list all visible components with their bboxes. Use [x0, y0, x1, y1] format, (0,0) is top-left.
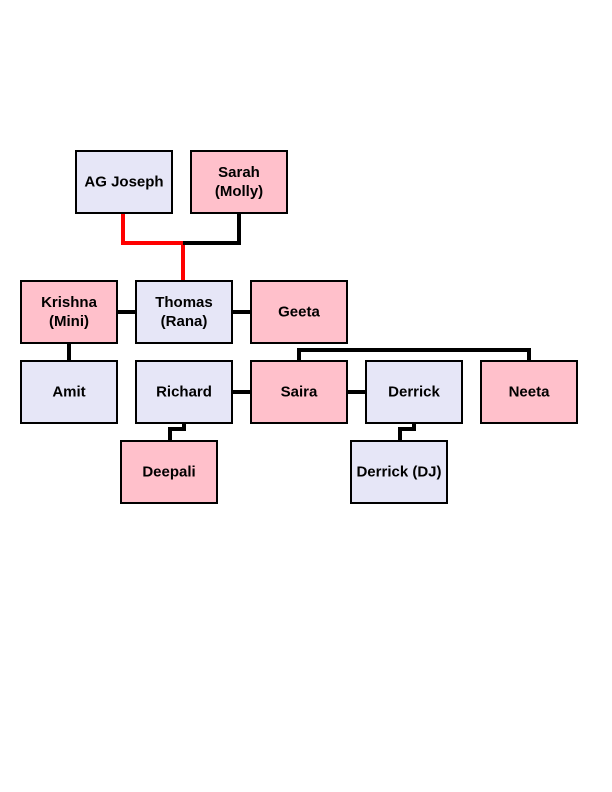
person-label-krishna-line-1: Krishna [41, 294, 98, 311]
person-label-richard: Richard [156, 384, 212, 401]
person-box-thomas [135, 280, 233, 344]
line-sarah-to-thomas [183, 213, 241, 245]
person-box-amit [20, 360, 118, 424]
person-box-sarah [190, 150, 288, 214]
person-label-ag-joseph: AG Joseph [84, 174, 163, 191]
person-node-thomas: Thomas (Rana) [135, 280, 233, 344]
person-label-thomas-line-1: Thomas [155, 294, 213, 311]
person-label-thomas-line-2: (Rana) [161, 313, 208, 330]
person-node-richard: Richard [135, 360, 233, 424]
relationship-lines [67, 213, 531, 441]
person-node-amit: Amit [20, 360, 118, 424]
line-geeta-to-children [297, 348, 531, 361]
person-box-geeta [250, 280, 348, 344]
line-derrick-to-derrick-dj [398, 423, 416, 441]
person-label-saira: Saira [281, 384, 318, 401]
line-ag-joseph-to-thomas [121, 213, 185, 281]
person-node-krishna: Krishna (Mini) [20, 280, 118, 344]
person-node-derrick: Derrick [365, 360, 463, 424]
person-box-neeta [480, 360, 578, 424]
person-box-ag-joseph [75, 150, 173, 214]
person-label-krishna-line-2: (Mini) [49, 313, 89, 330]
person-label-sarah-line-1: Sarah [218, 164, 260, 181]
person-label-geeta: Geeta [278, 304, 320, 321]
person-label-deepali: Deepali [142, 464, 195, 481]
person-node-geeta: Geeta [250, 280, 348, 344]
person-node-sarah: Sarah (Molly) [190, 150, 288, 214]
person-node-ag-joseph: AG Joseph [75, 150, 173, 214]
person-box-krishna [20, 280, 118, 344]
person-label-derrick-dj: Derrick (DJ) [356, 464, 441, 481]
person-box-saira [250, 360, 348, 424]
person-label-amit: Amit [52, 384, 85, 401]
person-node-deepali: Deepali [120, 440, 218, 504]
person-box-deepali [120, 440, 218, 504]
person-label-derrick: Derrick [388, 384, 440, 401]
person-node-saira: Saira [250, 360, 348, 424]
person-box-richard [135, 360, 233, 424]
person-label-neeta: Neeta [509, 384, 551, 401]
person-node-derrick-dj: Derrick (DJ) [350, 440, 448, 504]
person-nodes: AG Joseph Sarah (Molly) Krishna (Mini) Thomas… [20, 150, 578, 504]
line-richard-to-deepali [168, 423, 186, 441]
person-box-derrick-dj [350, 440, 448, 504]
person-label-sarah-line-2: (Molly) [215, 183, 263, 200]
person-node-neeta: Neeta [480, 360, 578, 424]
person-box-derrick [365, 360, 463, 424]
